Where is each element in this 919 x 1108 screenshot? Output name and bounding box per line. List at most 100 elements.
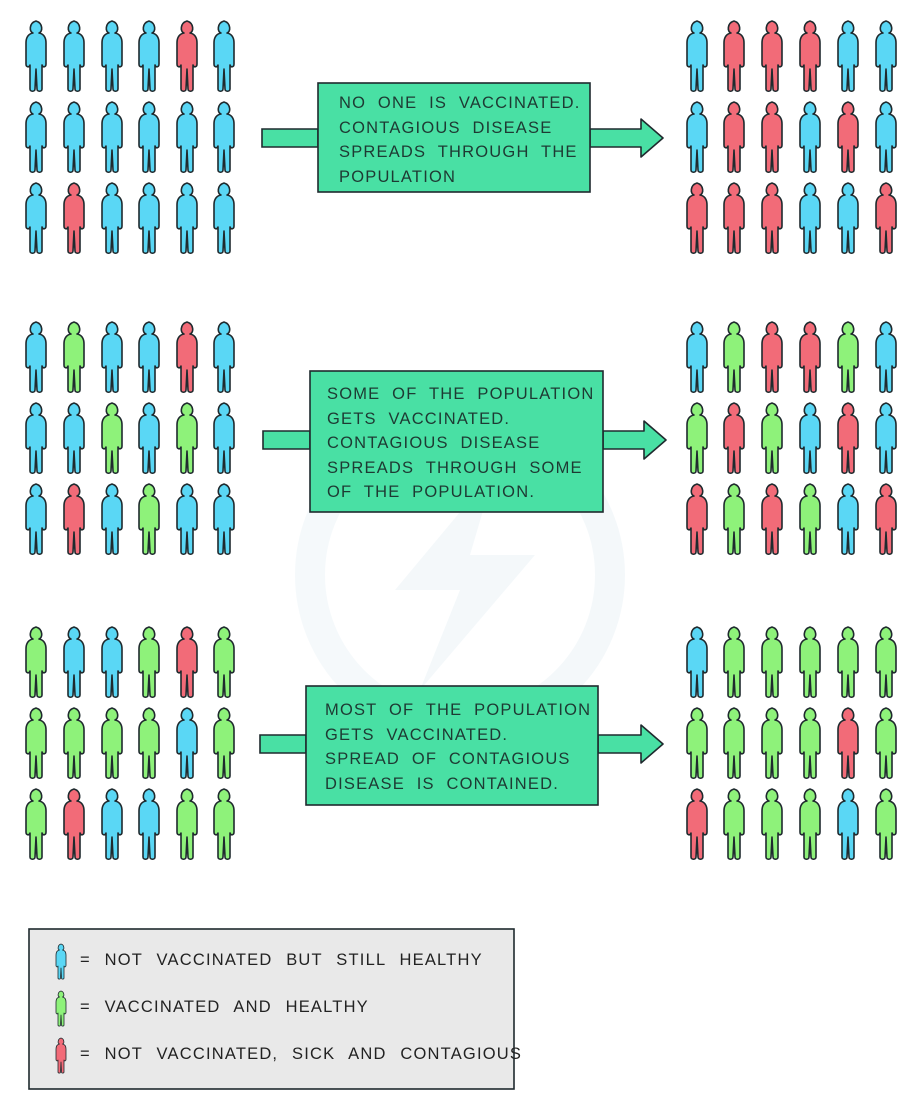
person-not-vaccinated-healthy: [25, 20, 47, 93]
person-vaccinated-healthy: [213, 788, 235, 861]
person-sick-contagious: [723, 101, 745, 174]
person-not-vaccinated-healthy: [686, 20, 708, 93]
person-not-vaccinated-healthy: [63, 20, 85, 93]
person-vaccinated-healthy: [799, 483, 821, 556]
person-not-vaccinated-healthy: [101, 20, 123, 93]
scenario-description-most-vaccination: MOST OF THE POPULATION GETS VACCINATED. …: [325, 698, 591, 796]
person-vaccinated-healthy: [63, 321, 85, 394]
person-sick-contagious: [176, 626, 198, 699]
description-line: SPREAD OF CONTAGIOUS: [325, 750, 571, 768]
description-box: [305, 685, 599, 806]
description-line: MOST OF THE POPULATION: [325, 701, 592, 719]
legend-label-vaccinated-healthy: = VACCINATED AND HEALTHY: [80, 998, 369, 1016]
description-line: NO ONE IS VACCINATED.: [339, 94, 581, 112]
person-not-vaccinated-healthy: [138, 402, 160, 475]
person-not-vaccinated-healthy: [837, 788, 859, 861]
person-not-vaccinated-healthy: [138, 20, 160, 93]
person-sick-contagious: [799, 20, 821, 93]
person-not-vaccinated-healthy: [63, 402, 85, 475]
legend: [28, 928, 515, 1090]
person-not-vaccinated-healthy: [875, 101, 897, 174]
description-line: SPREADS THROUGH SOME: [327, 458, 583, 477]
population-after: [686, 626, 897, 861]
legend-label-sick-contagious: = NOT VACCINATED, SICK AND CONTAGIOUS: [80, 1045, 523, 1063]
person-not-vaccinated-healthy: [101, 182, 123, 255]
person-not-vaccinated-healthy: [25, 483, 47, 556]
person-sick-contagious: [686, 483, 708, 556]
description-box: [317, 82, 591, 193]
person-not-vaccinated-healthy: [686, 321, 708, 394]
person-not-vaccinated-healthy: [101, 101, 123, 174]
population-before: [25, 626, 235, 861]
person-sick-contagious: [723, 20, 745, 93]
person-vaccinated-healthy: [138, 707, 160, 780]
scenario-rows: [25, 20, 897, 861]
person-sick-contagious: [686, 182, 708, 255]
arrow-right-icon: [602, 420, 667, 460]
person-vaccinated-healthy: [837, 626, 859, 699]
person-not-vaccinated-healthy: [686, 626, 708, 699]
person-not-vaccinated-healthy: [213, 101, 235, 174]
person-not-vaccinated-healthy: [63, 626, 85, 699]
person-not-vaccinated-healthy: [25, 101, 47, 174]
person-not-vaccinated-healthy: [25, 402, 47, 475]
person-not-vaccinated-healthy: [101, 626, 123, 699]
person-vaccinated-healthy: [213, 707, 235, 780]
person-vaccinated-healthy: [138, 626, 160, 699]
person-not-vaccinated-healthy: [875, 402, 897, 475]
person-vaccinated-healthy: [63, 707, 85, 780]
person-vaccinated-healthy: [25, 626, 47, 699]
population-after: [686, 321, 897, 556]
person-vaccinated-healthy: [837, 321, 859, 394]
arrow-right-icon: [589, 118, 664, 158]
person-not-vaccinated-healthy: [101, 321, 123, 394]
person-vaccinated-healthy: [55, 990, 67, 1027]
legend-icons: [55, 943, 67, 1074]
description-box: [309, 370, 604, 513]
person-not-vaccinated-healthy: [138, 101, 160, 174]
person-not-vaccinated-healthy: [686, 101, 708, 174]
person-not-vaccinated-healthy: [799, 402, 821, 475]
person-not-vaccinated-healthy: [138, 788, 160, 861]
person-sick-contagious: [176, 321, 198, 394]
person-vaccinated-healthy: [686, 402, 708, 475]
scenario-no-vaccination: [25, 20, 897, 255]
person-sick-contagious: [837, 101, 859, 174]
person-not-vaccinated-healthy: [25, 182, 47, 255]
person-not-vaccinated-healthy: [176, 101, 198, 174]
person-not-vaccinated-healthy: [837, 483, 859, 556]
person-vaccinated-healthy: [799, 788, 821, 861]
person-vaccinated-healthy: [213, 626, 235, 699]
population-before: [25, 321, 235, 556]
description-line: POPULATION: [339, 167, 457, 186]
person-vaccinated-healthy: [25, 707, 47, 780]
person-not-vaccinated-healthy: [875, 321, 897, 394]
scenario-most-vaccination: [25, 626, 897, 861]
person-vaccinated-healthy: [761, 402, 783, 475]
person-sick-contagious: [761, 101, 783, 174]
person-not-vaccinated-healthy: [799, 182, 821, 255]
population-before: [25, 20, 235, 255]
arrow-shaft-in: [259, 734, 307, 754]
description-line: CONTAGIOUS DISEASE: [327, 434, 541, 452]
description-line: SPREADS THROUGH THE: [339, 143, 578, 161]
arrow-shaft-in: [262, 430, 311, 450]
person-vaccinated-healthy: [176, 402, 198, 475]
person-sick-contagious: [176, 20, 198, 93]
person-not-vaccinated-healthy: [213, 182, 235, 255]
person-vaccinated-healthy: [101, 707, 123, 780]
person-not-vaccinated-healthy: [837, 182, 859, 255]
description-line: GETS VACCINATED.: [327, 409, 511, 428]
person-not-vaccinated-healthy: [799, 101, 821, 174]
person-vaccinated-healthy: [723, 626, 745, 699]
person-vaccinated-healthy: [176, 788, 198, 861]
person-vaccinated-healthy: [799, 626, 821, 699]
person-not-vaccinated-healthy: [176, 483, 198, 556]
description-line: CONTAGIOUS DISEASE: [339, 118, 553, 137]
person-not-vaccinated-healthy: [176, 707, 198, 780]
person-not-vaccinated-healthy: [138, 321, 160, 394]
person-vaccinated-healthy: [723, 483, 745, 556]
person-sick-contagious: [837, 707, 859, 780]
